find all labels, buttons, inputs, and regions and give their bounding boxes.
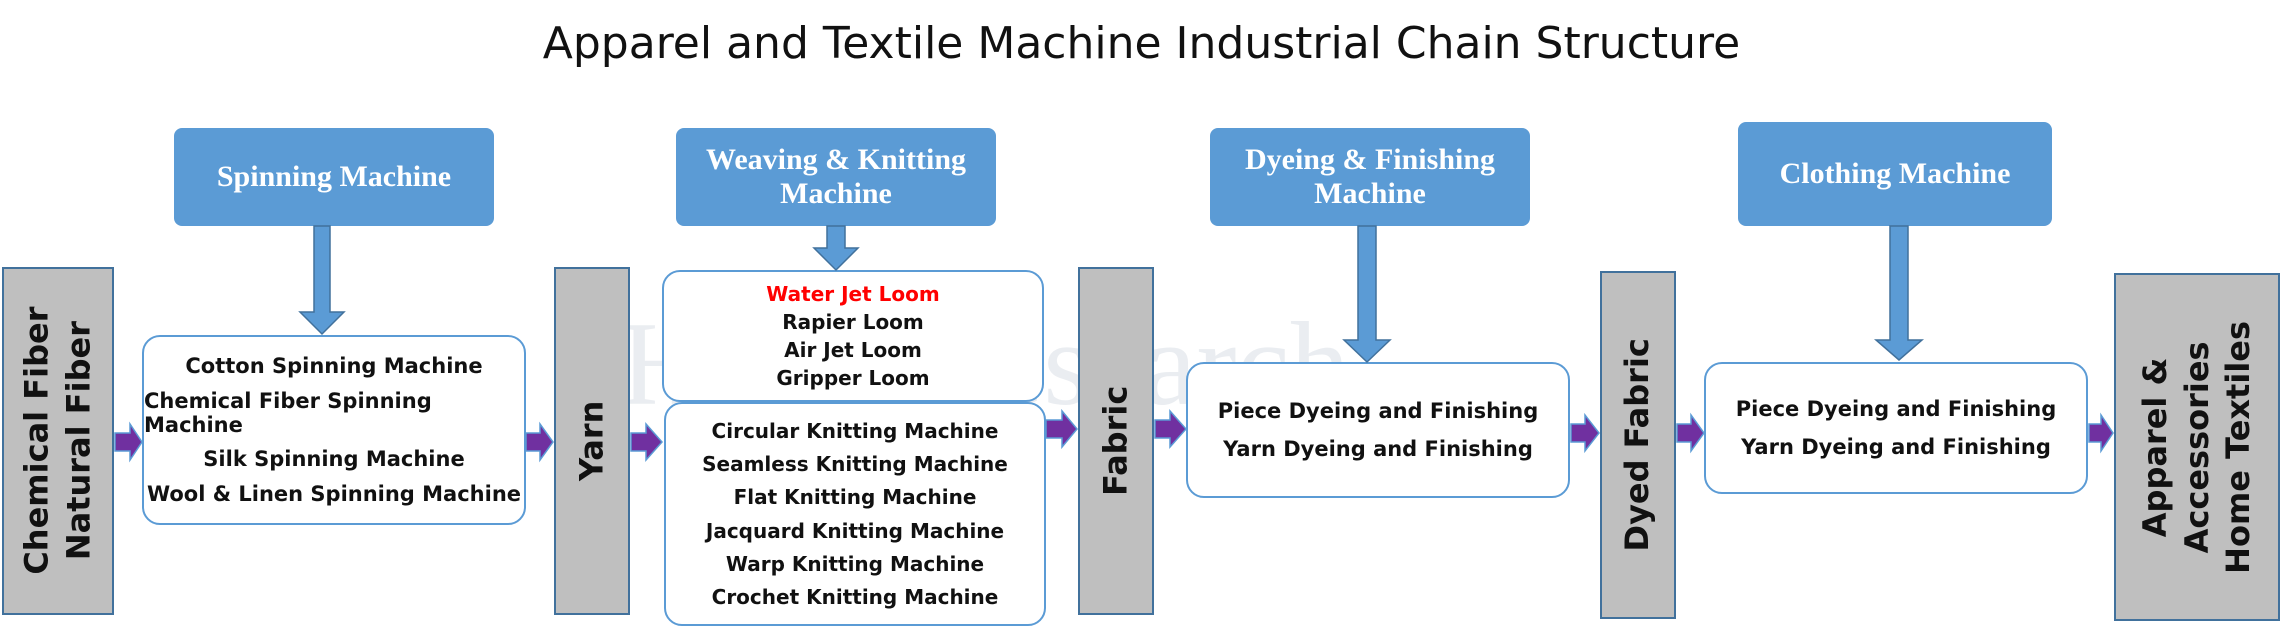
list-item: Silk Spinning Machine (203, 447, 465, 472)
list-item: Jacquard Knitting Machine (705, 518, 1005, 543)
list-item: Yarn Dyeing and Finishing (1223, 437, 1533, 461)
loom-list: Water Jet Loom Rapier Loom Air Jet Loom … (662, 270, 1044, 402)
list-item-highlight: Water Jet Loom (766, 282, 940, 306)
weaving-knitting-machine-box: Weaving & Knitting Machine (676, 128, 996, 226)
clothing-machine-label: Clothing Machine (1779, 156, 2011, 190)
list-item: Gripper Loom (776, 366, 930, 390)
spinning-machine-box: Spinning Machine (174, 128, 494, 226)
clothing-process-list: Piece Dyeing and Finishing Yarn Dyeing a… (1704, 362, 2088, 494)
dyeing-finishing-machine-box: Dyeing & Finishing Machine (1210, 128, 1530, 226)
list-item: Circular Knitting Machine (711, 419, 999, 444)
dyeing-machine-label-line1: Dyeing & Finishing (1244, 142, 1496, 176)
down-arrow-spinning (298, 225, 346, 336)
list-item: Wool & Linen Spinning Machine (146, 482, 522, 507)
stage-fabric: Fabric (1078, 267, 1154, 615)
stage-fiber: Chemical Fiber Natural Fiber (2, 267, 114, 615)
flow-arrows (114, 408, 2114, 463)
flow-arrow-2 (525, 421, 554, 463)
diagram-title: Apparel and Textile Machine Industrial C… (542, 18, 1741, 69)
list-item: Yarn Dyeing and Finishing (1741, 435, 2051, 459)
list-item: Crochet Knitting Machine (711, 584, 999, 609)
clothing-machine-box: Clothing Machine (1738, 122, 2052, 226)
flow-arrow-5 (1154, 409, 1188, 449)
list-item: Piece Dyeing and Finishing (1735, 397, 2057, 421)
dyeing-machine-label-line2: Machine (1314, 177, 1426, 210)
list-item: Seamless Knitting Machine (702, 452, 1008, 477)
flow-arrow-8 (2088, 412, 2114, 454)
flow-arrow-7 (1676, 412, 1705, 454)
list-item: Rapier Loom (782, 310, 924, 334)
dyeing-process-list: Piece Dyeing and Finishing Yarn Dyeing a… (1186, 362, 1570, 498)
list-item: Chemical Fiber Spinning Machine (144, 388, 432, 437)
stage-apparel: Apparel & Accessories Home Textiles (2114, 273, 2280, 621)
down-arrow-clothing (1873, 225, 1925, 361)
stage-yarn: Yarn (554, 267, 630, 615)
down-arrow-dyeing (1342, 225, 1392, 364)
list-item: Cotton Spinning Machine (185, 353, 483, 378)
list-item: Piece Dyeing and Finishing (1217, 399, 1539, 423)
flow-arrow-6 (1570, 412, 1600, 454)
down-arrow-weaving (812, 225, 860, 272)
flow-arrow-3 (630, 422, 664, 462)
list-item: Air Jet Loom (784, 338, 922, 362)
list-item: Flat Knitting Machine (733, 485, 977, 510)
weaving-machine-label-line2: Machine (780, 177, 892, 210)
flow-arrow-4 (1045, 408, 1078, 450)
knitting-machine-list: Circular Knitting Machine Seamless Knitt… (664, 402, 1046, 626)
stage-dyed-fabric: Dyed Fabric (1600, 271, 1676, 619)
spinning-machine-label: Spinning Machine (216, 159, 452, 193)
spinning-machine-list: Cotton Spinning Machine Chemical Fiber S… (142, 335, 526, 525)
weaving-machine-label-line1: Weaving & Knitting (705, 142, 967, 176)
list-item: Warp Knitting Machine (725, 551, 985, 576)
flow-arrow-1 (114, 421, 143, 463)
